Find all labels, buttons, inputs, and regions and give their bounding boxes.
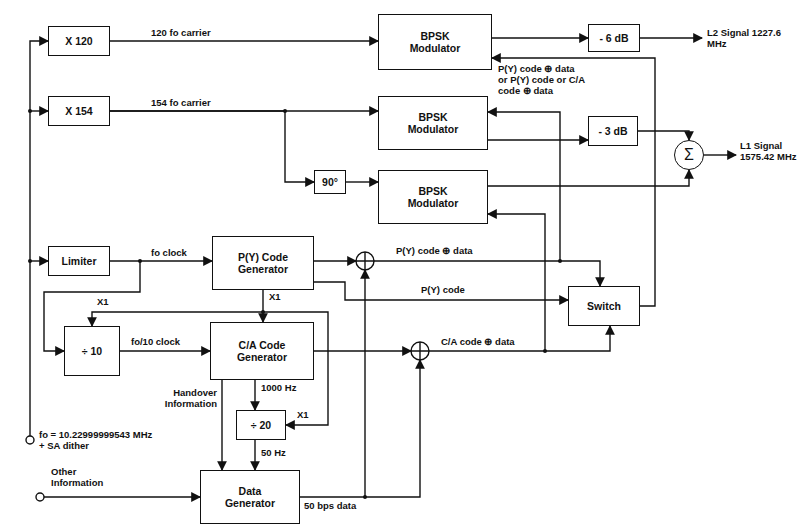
signal-connector — [262, 290, 263, 322]
signal-name: 50 bps data — [303, 501, 357, 512]
signal-connector — [221, 380, 222, 470]
multiplier-box: X 120 — [48, 26, 110, 56]
modulator-box: BPSK Modulator — [378, 170, 488, 224]
data-generator-box: Data Generator — [200, 470, 300, 524]
signal-name: X1 — [96, 297, 110, 308]
signal-connector — [120, 350, 210, 351]
edge-label: P(Y) code — [420, 285, 466, 296]
modulator-box: BPSK Modulator — [378, 14, 492, 70]
block-text: - 3 dB — [598, 125, 627, 137]
phase-shift-box: 90° — [314, 170, 346, 194]
signal-connector — [492, 37, 588, 38]
block-text: Switch — [587, 300, 621, 312]
modulator-box: BPSK Modulator — [378, 96, 488, 150]
block-text: C/A Code Generator — [226, 339, 298, 363]
edge-label: 1000 Hz — [260, 383, 297, 394]
code-generator-box: P(Y) Code Generator — [212, 236, 314, 290]
signal-connector — [110, 40, 378, 41]
output-label: L2 Signal 1227.6 MHz — [706, 28, 804, 50]
block-text: X 154 — [65, 105, 92, 117]
block-text: 90° — [322, 176, 338, 188]
signal-name: P(Y) code ⊕ data — [395, 246, 474, 257]
divider-box: ÷ 10 — [64, 326, 120, 376]
edge-label: Handover Information — [146, 388, 218, 410]
block-text: Data Generator — [215, 485, 285, 509]
edge-label: X1 — [268, 292, 282, 303]
signal-connector — [110, 260, 212, 261]
attenuator-box: - 3 dB — [588, 116, 638, 146]
edge-label: fo/10 clock — [130, 337, 181, 348]
signal-name: C/A code ⊕ data — [440, 337, 516, 348]
divider-box: ÷ 20 — [236, 410, 286, 440]
summer-circle: Σ — [674, 140, 704, 170]
edge-label: fo clock — [150, 248, 188, 259]
signal-connector — [638, 131, 689, 140]
input-label: Other Information — [50, 467, 132, 489]
signal-connector — [110, 111, 314, 182]
block-text: ÷ 20 — [251, 419, 271, 431]
multiplier-box: X 154 — [48, 96, 110, 126]
edge-label: 120 fo carrier — [150, 28, 212, 39]
block-text: P(Y) Code Generator — [228, 251, 298, 275]
signal-connector — [492, 58, 655, 306]
switch-box: Switch — [568, 286, 640, 326]
block-text: X 120 — [65, 35, 92, 47]
signal-connector — [346, 181, 378, 182]
signal-connector — [254, 380, 255, 410]
block-text: ÷ 10 — [82, 345, 102, 357]
signal-name: X1 — [296, 410, 310, 421]
block-text: Limiter — [61, 255, 96, 267]
signal-connector — [314, 282, 568, 300]
signal-connector — [254, 440, 255, 470]
input-label: fo = 10.22999999543 MHz + SA dither — [38, 430, 158, 452]
block-text: Σ — [684, 146, 694, 164]
signal-connector — [488, 139, 588, 140]
limiter-box: Limiter — [48, 246, 110, 276]
output-label: L1 Signal 1575.42 MHz — [739, 141, 807, 163]
edge-label: P(Y) code ⊕ data or P(Y) code or C/A cod… — [497, 64, 587, 97]
code-generator-box: C/A Code Generator — [210, 322, 314, 380]
edge-label: 154 fo carrier — [150, 98, 212, 109]
signal-connector — [488, 170, 689, 186]
edge-label: 50 Hz — [260, 448, 287, 459]
block-text: BPSK Modulator — [398, 111, 468, 135]
block-text: BPSK Modulator — [400, 30, 470, 54]
block-text: - 6 dB — [599, 32, 628, 44]
block-text: BPSK Modulator — [398, 185, 468, 209]
attenuator-box: - 6 dB — [588, 24, 640, 52]
